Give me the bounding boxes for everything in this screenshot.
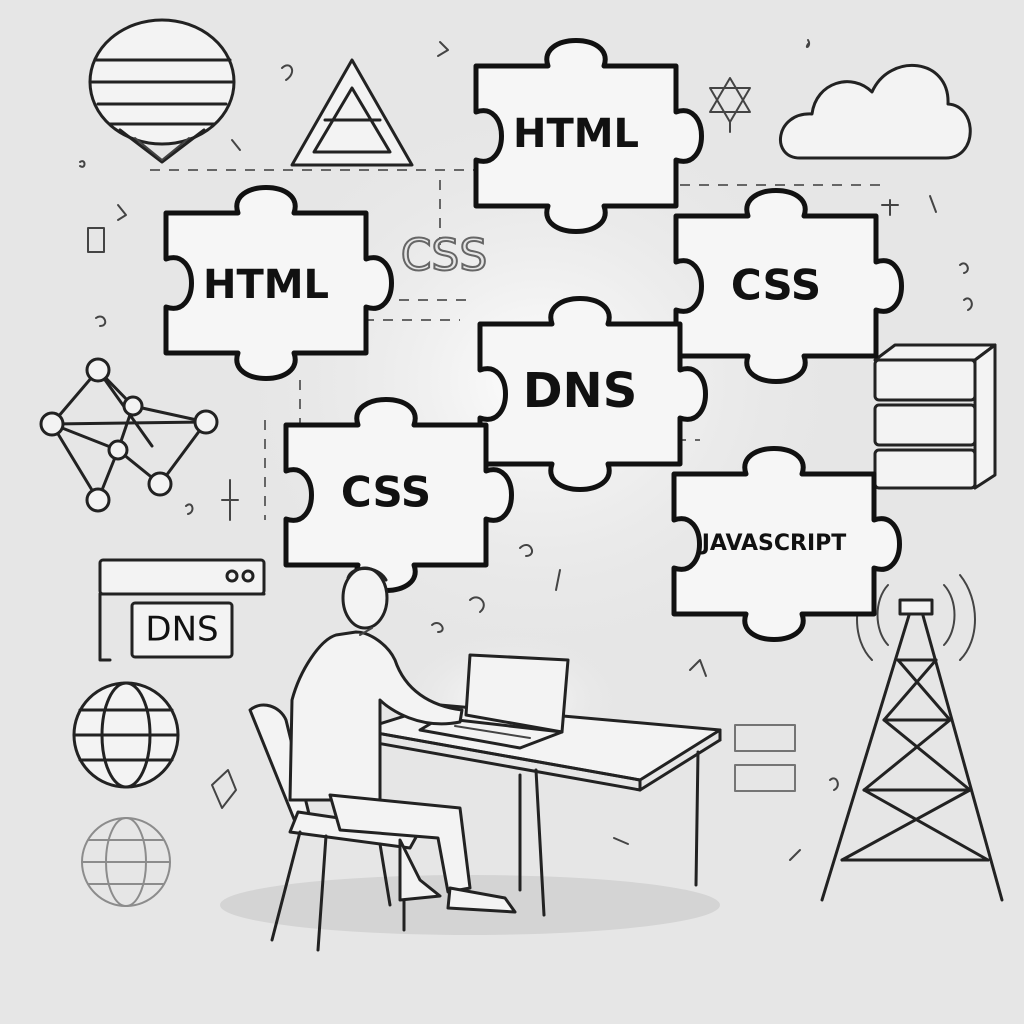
svg-text:DNS: DNS [523, 363, 638, 419]
background-css-text: CSS [401, 230, 488, 281]
globe-icon [72, 681, 180, 789]
svg-text:HTML: HTML [513, 111, 639, 157]
puzzle-piece-css-lower: CSS [286, 400, 512, 591]
scribble-doodles [79, 39, 973, 861]
star-icon [709, 77, 751, 133]
puzzle-piece-html-top: HTML [476, 41, 702, 232]
person-at-laptop [288, 566, 517, 914]
svg-text:HTML: HTML [203, 262, 329, 308]
svg-text:JAVASCRIPT: JAVASCRIPT [700, 531, 847, 556]
svg-text:CSS: CSS [341, 468, 431, 517]
laptop [418, 653, 570, 750]
diamond-doodle [211, 769, 237, 809]
globe-icon [88, 18, 236, 164]
dns-box-label: DNS [145, 610, 218, 650]
cloud-icon [779, 63, 972, 160]
puzzle-piece-css-right: CSS [676, 191, 902, 382]
antenna-tower-icon [820, 574, 1004, 902]
puzzle-piece-html-left: HTML [166, 188, 392, 379]
stack-doodle [734, 724, 796, 792]
triangle-icon [290, 58, 414, 167]
dns-box [130, 601, 234, 659]
browser-window-icon: DNS [98, 558, 266, 662]
network-graph-icon [39, 357, 219, 513]
square-doodle [87, 227, 105, 253]
server-stack-icon [873, 343, 997, 490]
puzzle-piece-javascript: JAVASCRIPT [674, 449, 900, 640]
globe-icon-faint [81, 817, 171, 907]
puzzle-piece-dns-center: DNS [480, 299, 706, 490]
svg-text:CSS: CSS [731, 261, 821, 310]
